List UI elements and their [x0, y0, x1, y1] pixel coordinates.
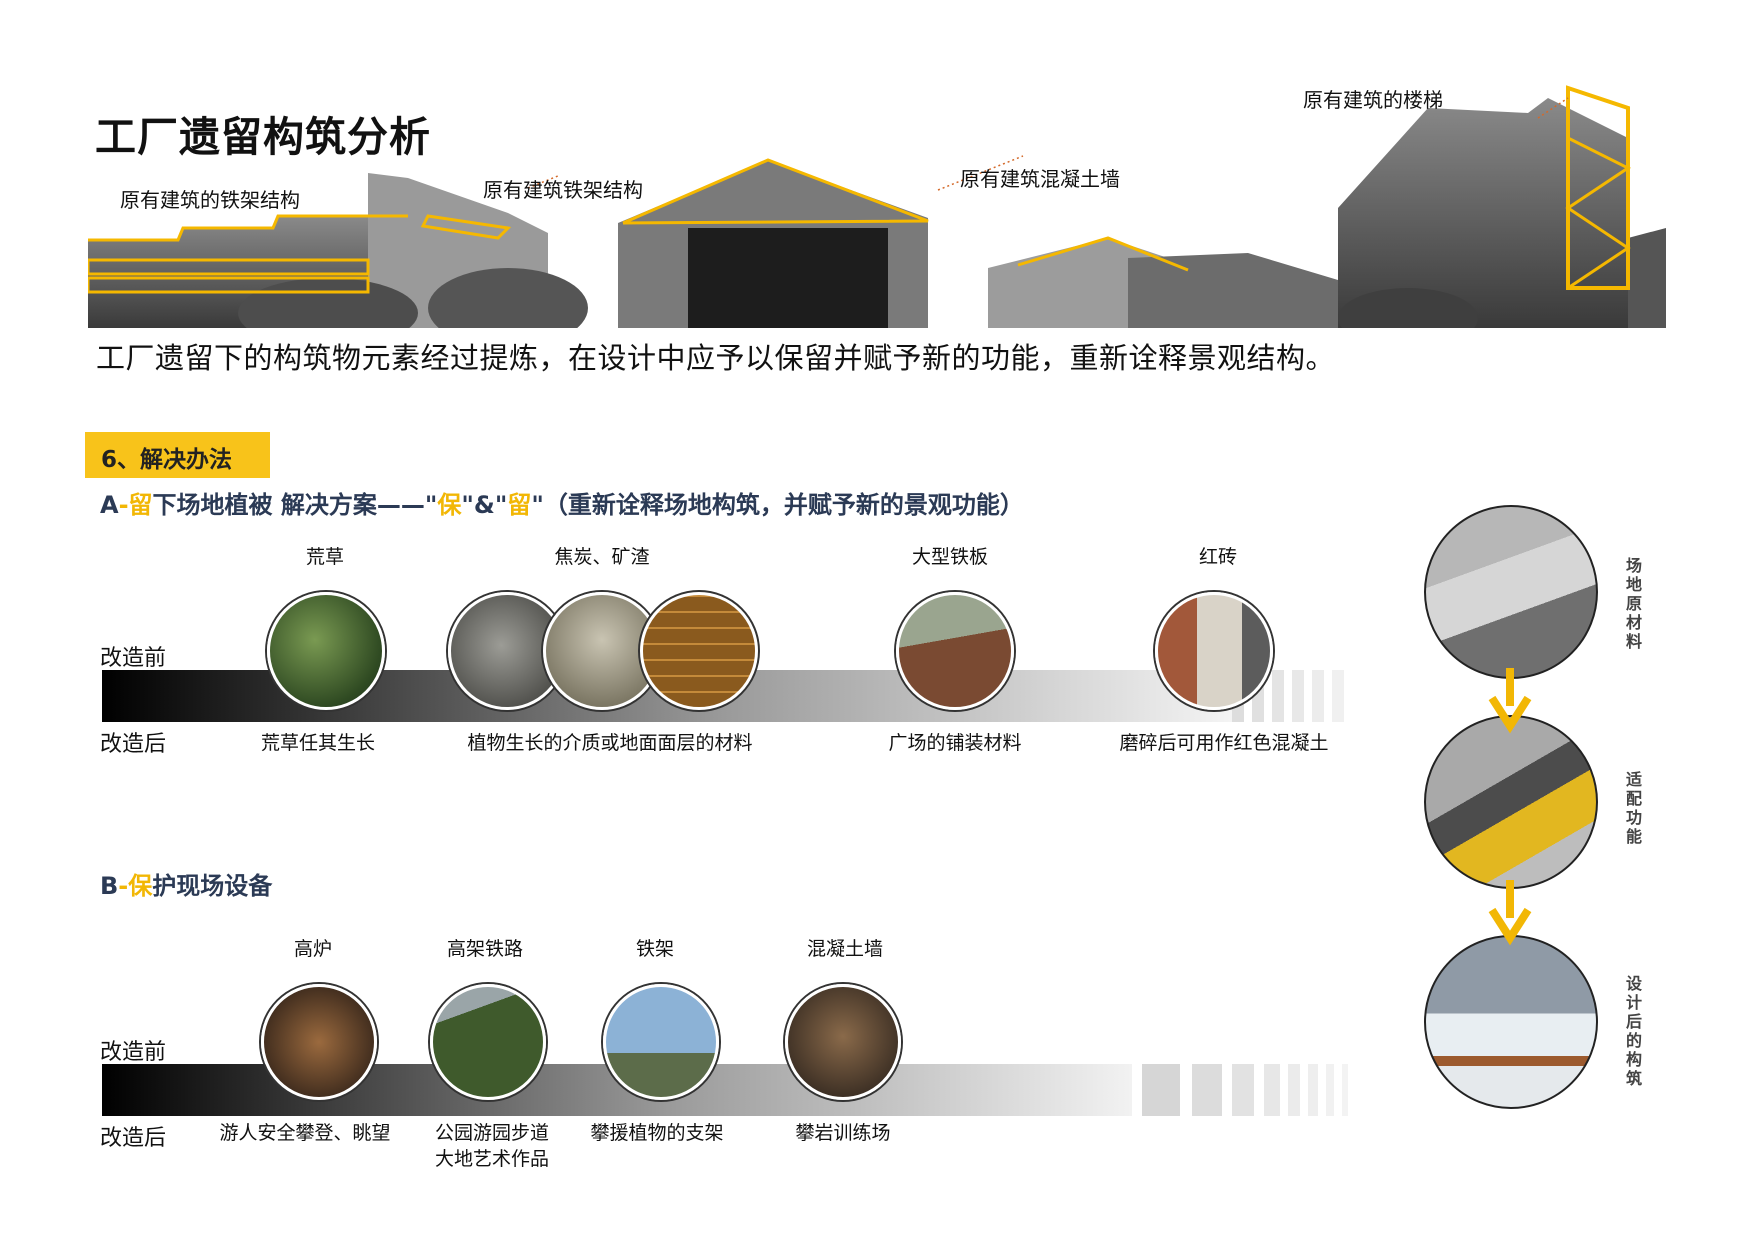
- right-photo-designed-structure: [1424, 935, 1598, 1109]
- section-b-heading: B-保护现场设备: [100, 866, 272, 901]
- down-arrow-icon: [1488, 880, 1532, 946]
- section-a-highlight: 留: [128, 491, 153, 519]
- annotation-iron-frame-mid: 原有建筑铁架结构: [483, 178, 643, 202]
- b-item-3-top: 铁架: [635, 938, 675, 960]
- page-title: 工厂遗留构筑分析: [95, 113, 431, 161]
- section-a-tail: "（重新诠释场地构筑，并赋予新的景观功能）: [531, 491, 1024, 519]
- annotation-concrete-wall: 原有建筑混凝土墙: [960, 167, 1120, 191]
- b-photo-iron-frame: [603, 984, 719, 1100]
- right-label-original-material: 场地原材料: [1625, 556, 1642, 651]
- a-photo-red-brick: [1155, 592, 1273, 710]
- b-item-2-top: 高架铁路: [446, 938, 524, 960]
- a-photo-tiles: [640, 592, 758, 710]
- section-a-dash: -: [118, 491, 129, 519]
- b-item-3-bottom: 攀援植物的支架: [590, 1122, 724, 1144]
- b-item-4-bottom: 攀岩训练场: [795, 1122, 891, 1144]
- a-item-2-top: 焦炭、矿渣: [554, 546, 650, 568]
- section-a-mid: "&": [461, 491, 508, 519]
- section-tag-label: 6、解决办法: [101, 447, 233, 473]
- section-tag: 6、解决办法: [85, 432, 270, 478]
- section-a-rest: 下场地植被 解决方案——": [152, 491, 438, 519]
- section-a-q1: 保: [437, 491, 462, 519]
- b-item-1-bottom: 游人安全攀登、眺望: [219, 1122, 391, 1144]
- a-item-1-top: 荒草: [305, 546, 345, 568]
- a-item-2-bottom: 植物生长的介质或地面面层的材料: [467, 732, 753, 754]
- section-b-prefix: B: [100, 872, 119, 900]
- annotation-stairs: 原有建筑的楼梯: [1303, 88, 1443, 112]
- a-photo-grass: [267, 592, 385, 710]
- a-item-1-bottom: 荒草任其生长: [260, 732, 376, 754]
- right-label-designed-structure: 设计后的构筑: [1625, 974, 1642, 1088]
- right-photo-original-material: [1424, 505, 1598, 679]
- b-item-2-bottom: 公园游园步道: [434, 1122, 550, 1144]
- right-photo-adapted-function: [1424, 715, 1598, 889]
- b-item-1-top: 高炉: [293, 938, 333, 960]
- a-item-3-top: 大型铁板: [911, 546, 989, 568]
- section-b-dash: -: [118, 872, 129, 900]
- intro-text: 工厂遗留下的构筑物元素经过提炼，在设计中应予以保留并赋予新的功能，重新诠释景观结…: [96, 341, 1336, 375]
- b-photo-concrete-wall: [785, 984, 901, 1100]
- a-photo-iron-plate: [896, 592, 1014, 710]
- section-a-heading: A-留下场地植被 解决方案——"保"&"留"（重新诠释场地构筑，并赋予新的景观功…: [100, 485, 1024, 520]
- section-b-rest: 护现场设备: [152, 872, 273, 900]
- right-label-adapted-function: 适配功能: [1625, 770, 1642, 846]
- a-item-4-bottom: 磨碎后可用作红色混凝土: [1119, 732, 1329, 754]
- b-before-label: 改造前: [100, 1040, 167, 1065]
- b-item-2-bottom2: 大地艺术作品: [434, 1148, 550, 1170]
- b-after-label: 改造后: [100, 1126, 167, 1151]
- a-item-4-top: 红砖: [1198, 546, 1238, 568]
- a-after-label: 改造后: [100, 732, 167, 757]
- annotation-iron-frame-left: 原有建筑的铁架结构: [120, 188, 300, 212]
- down-arrow-icon: [1488, 668, 1532, 734]
- section-b-highlight: 保: [128, 872, 153, 900]
- b-photo-elevated-railway: [430, 984, 546, 1100]
- section-a-q2: 留: [507, 491, 532, 519]
- b-photo-blast-furnace: [261, 984, 377, 1100]
- a-before-label: 改造前: [100, 646, 167, 671]
- factory-banner-image: [88, 85, 1666, 328]
- section-a-prefix: A: [100, 491, 119, 519]
- a-item-3-bottom: 广场的铺装材料: [888, 732, 1022, 754]
- b-item-4-top: 混凝土墙: [806, 938, 884, 960]
